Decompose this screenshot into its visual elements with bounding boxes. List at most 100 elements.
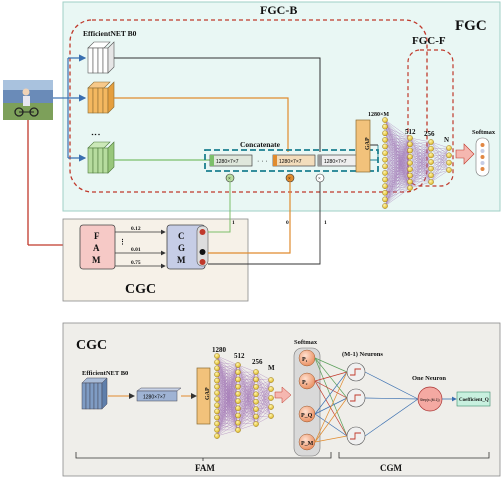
top-net-edge <box>430 161 450 171</box>
top-net-node <box>407 185 413 191</box>
svg-text:×: × <box>318 177 321 182</box>
cgm-output-connection <box>364 398 419 437</box>
detail-net-node <box>253 406 259 412</box>
top-net-edge <box>384 162 411 207</box>
feature-2: 1280×7×7 <box>279 159 302 165</box>
dim-256: 256 <box>424 130 435 138</box>
top-net-node <box>428 172 434 179</box>
input-image <box>3 80 53 120</box>
top-net-node <box>446 152 452 159</box>
detail-net-node <box>214 359 220 365</box>
detail-net-node <box>268 377 274 383</box>
detail-net-edge <box>216 405 239 431</box>
backbone-dots: ⋮ <box>91 130 101 139</box>
cgm-connection <box>314 357 348 373</box>
step-label: Step(x-(M-1)) <box>420 398 440 402</box>
detail-net-edge <box>237 371 257 423</box>
detail-net-edge <box>237 371 257 380</box>
fam-letter-f: F <box>94 231 100 241</box>
top-net-node <box>428 145 434 152</box>
detail-net-node <box>214 408 220 415</box>
top-net-node <box>382 183 388 189</box>
detail-net-node <box>235 398 241 404</box>
fgcb-region: FGC-B <box>69 3 428 193</box>
top-net-edge <box>384 156 411 207</box>
detail-dim-512: 512 <box>234 352 245 360</box>
detail-net-edge <box>216 411 239 431</box>
detail-net-edge <box>255 379 272 417</box>
top-net-edge <box>409 150 432 176</box>
top-net-edge <box>384 169 411 207</box>
top-net-node <box>382 163 388 170</box>
detail-net-edge <box>216 364 239 418</box>
top-net-node <box>407 135 413 141</box>
detail-net-edge <box>216 386 239 412</box>
top-net-edge <box>409 141 432 164</box>
feature-1: 1280×7×7 <box>216 159 239 165</box>
top-net-edge <box>409 141 432 182</box>
detail-backbone-label: EfficientNET B0 <box>82 370 128 377</box>
top-net-edge <box>384 152 411 164</box>
detail-net-node <box>253 398 259 405</box>
detail-net-node <box>235 362 241 368</box>
top-net-edge <box>384 139 411 151</box>
top-net-edge <box>384 179 411 189</box>
top-net-edge <box>430 155 450 169</box>
top-net-edge <box>384 137 411 180</box>
route-1b: 1 <box>324 220 327 226</box>
top-net-node <box>407 178 413 185</box>
top-net-edge <box>384 166 411 182</box>
detail-net-edge <box>255 406 272 425</box>
detail-net-edge <box>216 386 239 424</box>
detail-net-edge <box>216 405 239 423</box>
top-net-edge <box>384 152 411 170</box>
cgm-output-connection <box>364 397 419 400</box>
top-net-edge <box>430 147 450 163</box>
route-1a: 1 <box>232 220 235 226</box>
top-net-node <box>407 172 413 179</box>
one-neuron-label: One Neuron <box>412 375 446 382</box>
cgm-connection <box>314 371 348 382</box>
top-net-edge <box>409 162 432 183</box>
detail-net-edge <box>255 379 272 402</box>
top-net-edge <box>409 156 432 176</box>
cgm-connection <box>314 435 348 443</box>
detail-net-node <box>214 383 220 390</box>
detail-dim-1280: 1280 <box>212 346 227 354</box>
detail-net-edge <box>216 379 239 406</box>
detail-net-edge <box>255 394 272 408</box>
feature-3: 1280×7×7 <box>324 159 347 165</box>
detail-net-node <box>214 377 220 384</box>
top-net-edge <box>409 141 432 145</box>
top-net-edge <box>384 133 411 151</box>
top-net-edge <box>409 150 432 169</box>
concatenate-label: Concatenate <box>240 140 281 149</box>
top-net-edge <box>384 137 411 193</box>
detail-net-edge <box>216 408 239 437</box>
detail-net-edge <box>216 386 239 418</box>
detail-net-edge <box>216 379 239 412</box>
top-net-node <box>428 165 434 172</box>
feature-dots: · · · <box>257 158 268 165</box>
cgc-label-top: CGC <box>125 282 156 297</box>
top-net-node <box>382 203 388 209</box>
detail-net-edge <box>216 364 239 387</box>
top-net-node <box>382 117 388 123</box>
top-net-edge <box>384 172 411 182</box>
detail-net-node <box>253 384 259 390</box>
top-net-edge <box>384 166 411 176</box>
backbone-label: EfficientNET B0 <box>83 29 137 38</box>
backbone-stack-orange <box>87 81 115 114</box>
top-net-node <box>382 137 388 143</box>
top-net-edge <box>409 168 432 170</box>
detail-gap: GAP <box>196 367 211 425</box>
top-net-edge <box>409 150 432 163</box>
weight-3: 0.75 <box>131 260 141 266</box>
detail-net-edge <box>216 422 239 437</box>
detail-net-edge <box>237 371 257 409</box>
detail-net-edge <box>255 388 272 410</box>
cgm-box: C G M <box>166 224 209 270</box>
top-net-node <box>407 147 413 154</box>
detail-net-edge <box>216 364 239 430</box>
